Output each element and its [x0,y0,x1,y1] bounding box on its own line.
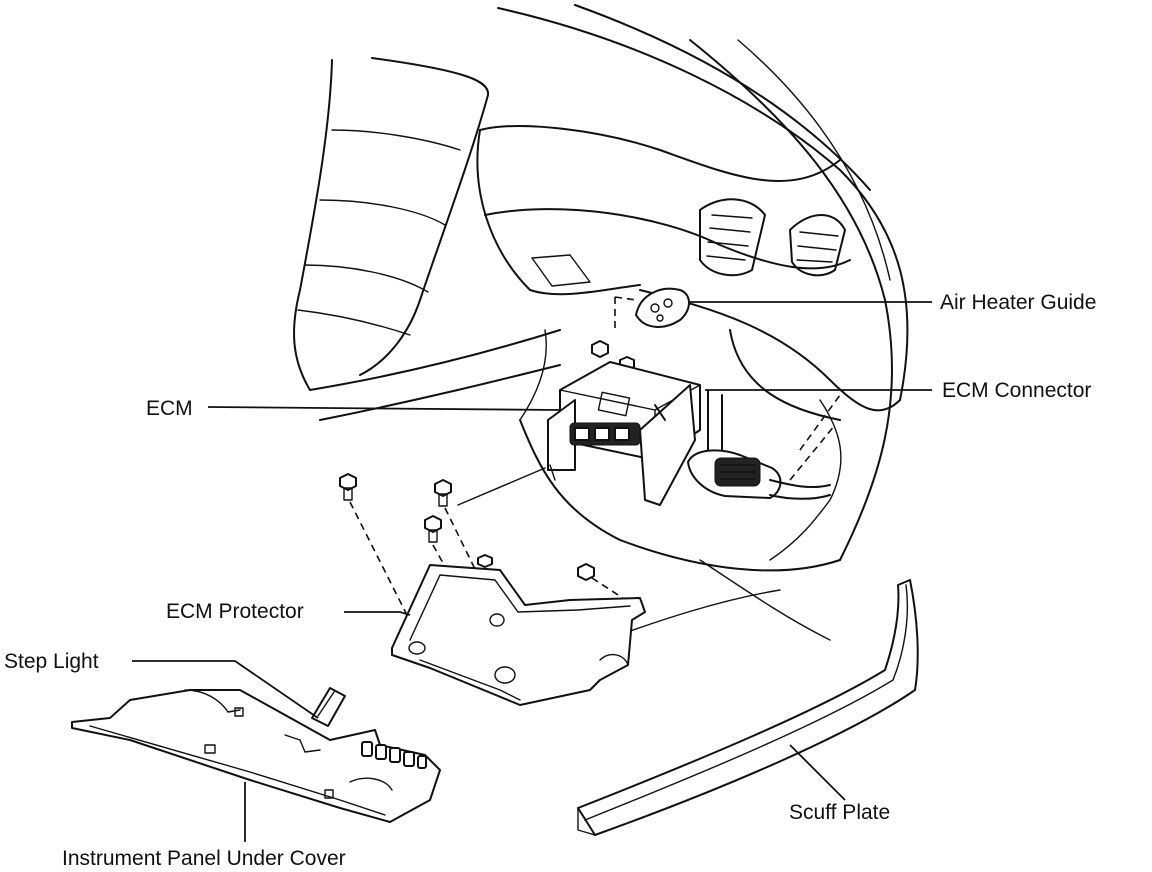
label-step-light: Step Light [4,650,99,673]
ecm-unit [547,361,701,506]
under-cover-part [71,689,441,823]
dashboard-outline [293,4,909,641]
label-ecm: ECM [146,397,193,420]
label-air-heater-guide: Air Heater Guide [940,291,1097,314]
leader-ecm-protector [344,611,411,616]
scuff-plate-part [577,579,919,836]
label-instrument-panel-under-cover: Instrument Panel Under Cover [62,847,346,870]
label-ecm-protector: ECM Protector [166,600,304,623]
leader-ecm [207,406,561,411]
leader-lines [132,301,932,842]
label-ecm-connector: ECM Connector [942,379,1092,402]
leader-scuff-plate [789,744,846,801]
ecm-connector-part [687,389,831,500]
label-scuff-plate: Scuff Plate [789,801,891,824]
leader-step-light [132,660,319,719]
ecm-protector-part [391,564,646,706]
step-light-part [311,687,346,727]
air-heater-guide-part [591,287,690,371]
